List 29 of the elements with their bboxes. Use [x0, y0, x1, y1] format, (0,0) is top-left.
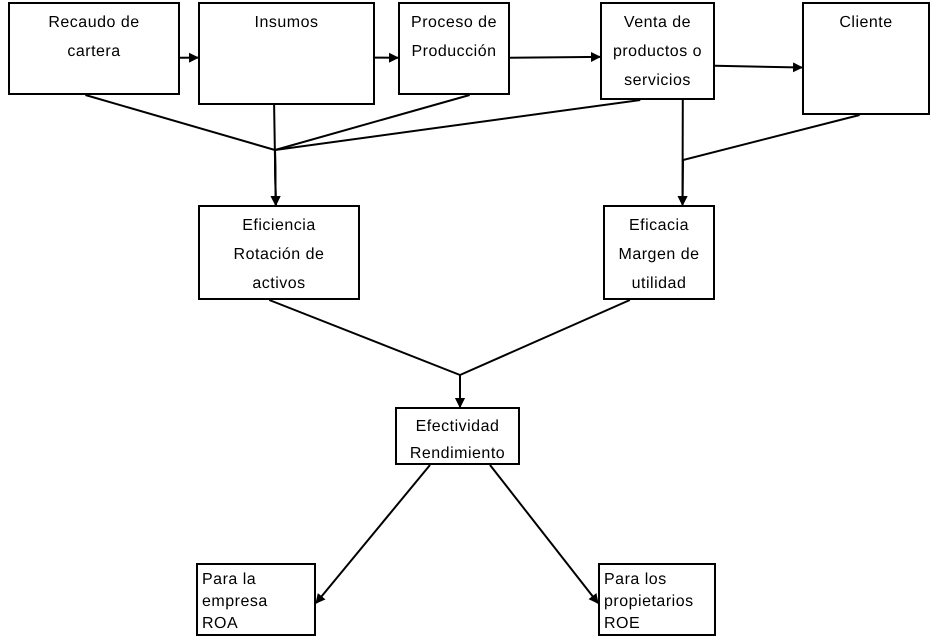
box-label: Para los propietarios ROE	[604, 570, 695, 634]
arrow	[315, 464, 431, 604]
box-label: Eficiencia Rotación de activos	[232, 216, 326, 294]
arrow	[180, 52, 199, 63]
process-box	[198, 205, 360, 300]
process-box	[802, 2, 930, 115]
process-box	[598, 563, 716, 636]
process-box	[8, 2, 180, 95]
box-label: Eficacia Margen de utilidad	[618, 216, 700, 294]
process-box	[395, 407, 520, 465]
box-label: Proceso de Producción	[410, 13, 498, 62]
arrow	[489, 464, 599, 604]
arrow	[510, 52, 601, 62]
arrow	[455, 299, 630, 408]
box-label: Recaudo de cartera	[47, 13, 141, 62]
box-label: Venta de productos o servicios	[612, 13, 704, 91]
process-box	[600, 2, 715, 100]
arrow	[714, 62, 803, 72]
process-box	[603, 205, 715, 300]
box-label: Insumos	[254, 13, 318, 33]
process-box	[398, 2, 510, 95]
process-box	[196, 563, 316, 636]
box-label: Cliente	[839, 13, 893, 33]
process-box	[198, 2, 375, 105]
arrow	[270, 99, 640, 206]
box-label: Efectividad Rendimiento	[408, 417, 506, 464]
arrow	[375, 52, 399, 63]
arrow	[678, 114, 860, 206]
box-label: Para la empresa ROA	[202, 570, 269, 634]
